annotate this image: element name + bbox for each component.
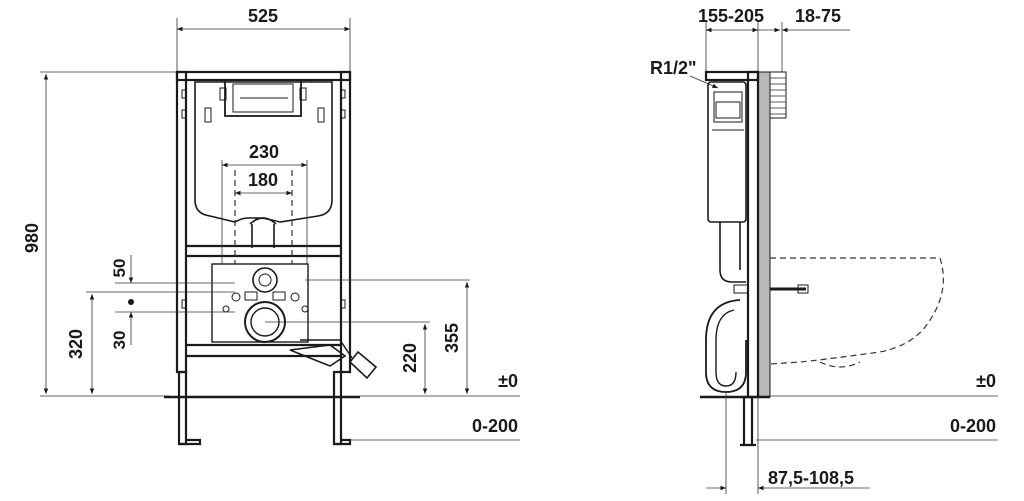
outer-spacing-label: 230	[249, 142, 279, 162]
lower-offset-label: 30	[110, 331, 129, 350]
side-leg-range-label: 0-200	[950, 416, 996, 436]
side-floor-label: ±0	[976, 371, 996, 391]
wall-hatch	[769, 71, 787, 119]
dim-180: 180	[235, 170, 292, 196]
dim-left-stack: 50 30 320	[66, 255, 235, 394]
dim-230: 230	[222, 142, 307, 168]
inner-spacing-label: 180	[248, 170, 278, 190]
bottom-range-label: 87,5-108,5	[768, 468, 854, 488]
cistern	[194, 79, 333, 248]
dim-height: 980	[22, 71, 177, 397]
side-floor: ±0 0-200	[700, 371, 998, 441]
drain-height-label: 220	[400, 343, 420, 373]
front-view: 525 980	[22, 6, 520, 446]
wall-section	[757, 71, 771, 398]
dim-right-stack: 220 355	[265, 279, 470, 394]
upper-offset-label: 50	[110, 259, 129, 278]
front-frame	[175, 70, 352, 446]
width-label: 525	[248, 6, 278, 26]
supply-thread: R1/2"	[650, 58, 719, 89]
center-height-label: 320	[66, 329, 86, 359]
front-floor-label: ±0	[498, 371, 518, 391]
height-label: 980	[22, 223, 42, 253]
front-dashes	[221, 160, 308, 264]
depth-range-label: 155-205	[698, 6, 764, 26]
front-leg-range-label: 0-200	[472, 416, 518, 436]
side-frame	[704, 70, 809, 447]
dim-width: 525	[176, 6, 351, 72]
side-view: 155-205 18-75 R1/2"	[650, 6, 998, 494]
front-floor: ±0 0-200	[164, 371, 520, 441]
wall-range-label: 18-75	[795, 6, 841, 26]
dim-depth: 155-205 18-75	[698, 6, 850, 72]
dim-bottom: 87,5-108,5	[706, 392, 870, 494]
supply-thread-label: R1/2"	[650, 58, 697, 78]
outlet-assembly	[211, 263, 378, 380]
wc-bowl	[769, 257, 944, 368]
inlet-height-label: 355	[442, 323, 462, 353]
